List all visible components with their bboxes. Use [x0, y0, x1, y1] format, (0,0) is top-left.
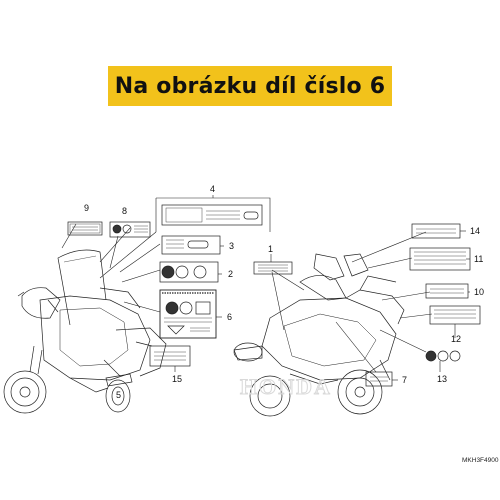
label-11 — [409, 247, 471, 271]
part-number-banner: Na obrázku díl číslo 6 — [108, 66, 392, 106]
leader-lines — [61, 223, 433, 377]
label-6 — [159, 289, 217, 339]
callout-5: 5 — [116, 390, 121, 400]
motorcycle-right-illustration — [233, 253, 405, 417]
label-4 — [155, 197, 271, 232]
callout-8: 8 — [122, 206, 127, 216]
label-1 — [253, 261, 293, 275]
callout-6: 6 — [227, 312, 232, 322]
label-13 — [425, 350, 461, 362]
label-3 — [161, 235, 221, 255]
callout-4: 4 — [210, 184, 215, 194]
label-8 — [109, 221, 151, 238]
callout-1: 1 — [268, 244, 273, 254]
label-12 — [429, 305, 481, 325]
diagram-code: MKH3F4900 — [462, 457, 499, 464]
callout-13: 13 — [437, 374, 447, 384]
callout-numbers: 1 2 3 4 5 6 7 8 9 10 11 12 13 14 15 — [84, 184, 484, 400]
callout-12: 12 — [451, 334, 461, 344]
label-5 — [105, 373, 133, 387]
label-15 — [149, 345, 191, 367]
label-9 — [67, 221, 103, 236]
callout-10: 10 — [474, 287, 484, 297]
callout-11: 11 — [474, 254, 483, 264]
label-2 — [159, 261, 219, 283]
label-7 — [365, 371, 393, 387]
honda-watermark: HONDA — [240, 374, 332, 399]
motorcycle-left-illustration — [3, 249, 167, 414]
callout-3: 3 — [229, 241, 234, 251]
callout-14: 14 — [470, 226, 480, 236]
callout-7: 7 — [402, 375, 407, 385]
callout-9: 9 — [84, 203, 89, 213]
callout-15: 15 — [172, 374, 182, 384]
label-10 — [425, 283, 469, 299]
label-14 — [411, 223, 461, 239]
callout-2: 2 — [228, 269, 233, 279]
